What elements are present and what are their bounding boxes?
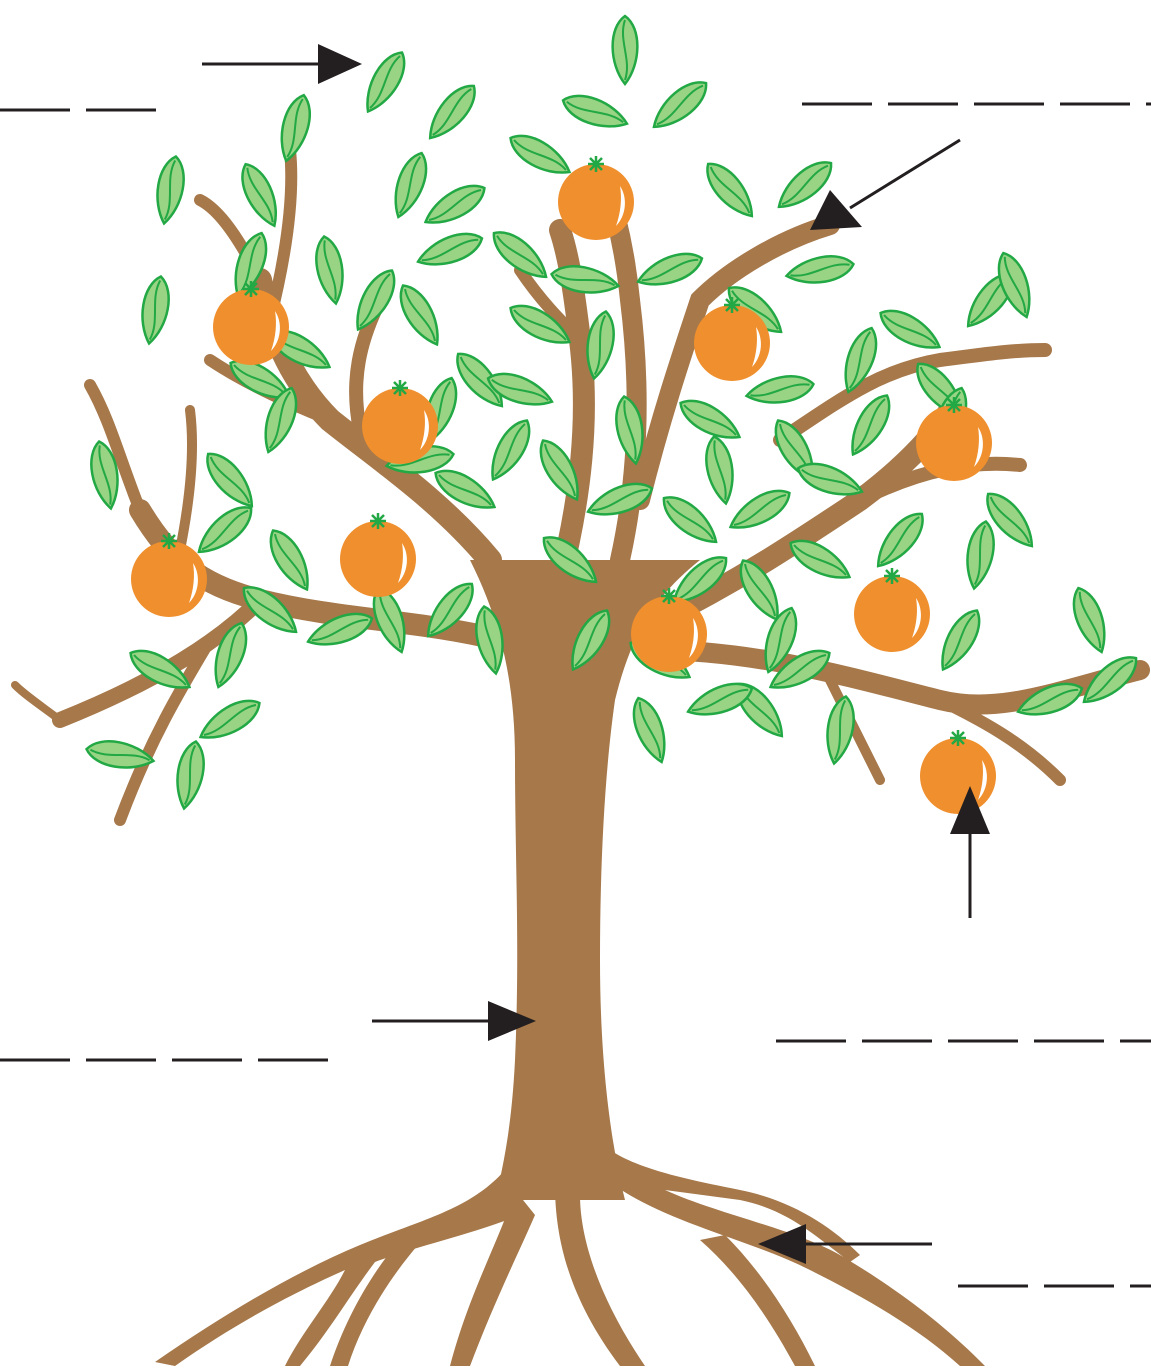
leaf [482, 414, 537, 485]
fruit [131, 533, 207, 617]
leaf [357, 46, 412, 117]
arrow-leaf [202, 44, 362, 84]
leaf [137, 274, 173, 345]
leaf [414, 227, 486, 274]
leaf [172, 739, 208, 810]
leaf [674, 392, 745, 447]
leaf [784, 532, 855, 587]
leaf [194, 692, 265, 747]
fruit [916, 397, 992, 481]
leaf [504, 127, 575, 182]
leaf [419, 177, 490, 232]
leaf [312, 234, 348, 305]
leaf [932, 604, 987, 675]
leaf [262, 524, 317, 595]
leaf [702, 434, 738, 505]
leaf [656, 489, 724, 552]
leaf [559, 89, 631, 136]
leaf [152, 154, 188, 225]
leaf [874, 302, 945, 357]
leaf [191, 499, 259, 562]
fruit [362, 380, 438, 464]
leaf [962, 519, 998, 590]
leaf [1067, 584, 1114, 656]
fruit [558, 156, 634, 240]
leaf [646, 74, 714, 137]
fruit [920, 730, 996, 814]
fruit [854, 568, 930, 652]
leaf [744, 372, 815, 408]
leaf [199, 446, 262, 514]
leaf [234, 159, 285, 231]
leaf [724, 482, 795, 537]
leaf [613, 16, 638, 84]
leaf [549, 262, 620, 298]
leaf [634, 247, 706, 294]
arrow-branch [810, 140, 960, 230]
leaf [484, 367, 556, 414]
leaf [387, 149, 434, 221]
arrow-trunk [372, 1001, 536, 1041]
leaf [421, 78, 484, 146]
leaf [274, 92, 316, 164]
leaf [699, 156, 762, 224]
fruit [340, 513, 416, 597]
leaf [869, 506, 932, 574]
leaf [822, 694, 858, 765]
leaf [784, 252, 855, 288]
leaf [392, 279, 447, 350]
leaf [627, 694, 674, 766]
